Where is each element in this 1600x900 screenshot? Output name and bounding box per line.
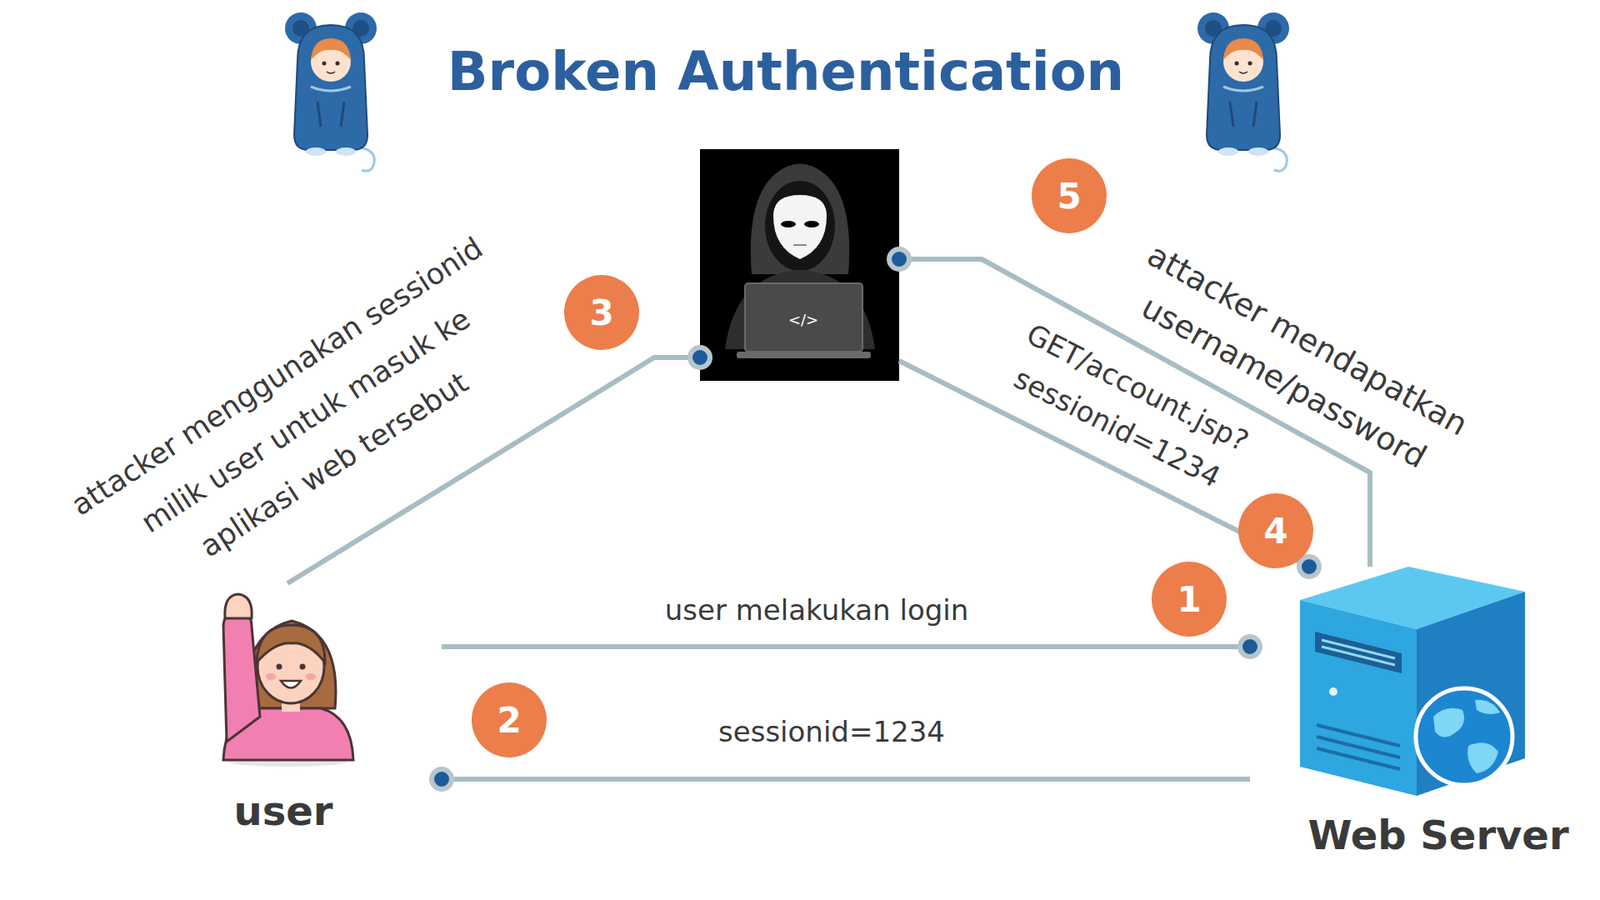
mascot-collar <box>1223 86 1264 91</box>
mascot-arm <box>1230 101 1257 127</box>
server-picture <box>1300 566 1525 796</box>
mascot-tail <box>1272 147 1287 171</box>
label-holder: attacker menggunakan sessionid milik use… <box>55 220 557 623</box>
hacker-eye <box>780 220 796 228</box>
connector-dot <box>1299 556 1320 577</box>
hacker-picture <box>700 149 900 381</box>
text-holder: Web Server <box>1307 811 1569 859</box>
user-hand <box>225 594 252 619</box>
label-holder: sessionid=1234 <box>718 714 945 750</box>
label-holder: user melakukan login <box>665 592 970 628</box>
mascot-foot <box>1218 147 1239 156</box>
mascot-hair <box>1223 38 1264 60</box>
server-side <box>1416 591 1525 796</box>
callout-number: 3 <box>564 275 640 350</box>
node-label: user <box>234 787 334 835</box>
callout-number: 2 <box>471 682 547 758</box>
web-server: Web Server <box>1250 566 1584 862</box>
user-cheek <box>265 673 276 680</box>
laptop-lid <box>745 283 863 352</box>
user-figure: user <box>208 583 442 842</box>
mascot-foot <box>335 147 356 156</box>
user-arm <box>223 610 260 742</box>
callout-number: 5 <box>1031 158 1107 234</box>
edge-label: attacker menggunakan sessionid milik use… <box>55 220 557 623</box>
server-button <box>1329 687 1338 696</box>
edge-label: user melakukan login <box>665 592 970 628</box>
user-eye <box>276 664 283 670</box>
mascot-arm <box>317 101 345 127</box>
connector-group <box>441 636 1260 657</box>
mascot <box>285 12 377 171</box>
callout-number: 4 <box>1238 493 1314 569</box>
text-holder: user <box>234 787 334 835</box>
server-front <box>1300 600 1417 796</box>
server-vents <box>1316 725 1400 770</box>
connector <box>441 776 1250 782</box>
hacker-background <box>700 149 900 381</box>
server-drive <box>1315 631 1402 674</box>
globe <box>1415 688 1513 785</box>
mascot-collar <box>310 86 351 91</box>
mascot <box>1197 12 1290 171</box>
user-eye <box>300 664 306 670</box>
title: Broken Authentication <box>447 40 1125 103</box>
mascot-foot <box>1248 147 1269 156</box>
mascot-mouth <box>326 71 335 74</box>
user-mouth <box>280 680 301 689</box>
connector-dot <box>1240 636 1260 657</box>
user-cheek <box>305 673 316 680</box>
node-label: Web Server <box>1307 811 1569 859</box>
mascot-body <box>1206 25 1280 150</box>
globe-land <box>1433 708 1465 738</box>
hacker-mask <box>773 195 827 260</box>
text-holder: </> <box>788 310 819 329</box>
mascot-eye <box>322 61 327 66</box>
mascot-mouth <box>1239 71 1248 74</box>
globe-land <box>1467 742 1499 774</box>
laptop-base <box>736 351 871 359</box>
server-drive-lines <box>1321 640 1395 665</box>
edge-label: sessionid=1234 <box>718 714 945 750</box>
connector-dot <box>431 769 452 790</box>
laptop-code: </> <box>788 310 819 329</box>
hacker-mouth <box>793 244 807 246</box>
mascot-eye <box>1235 61 1240 66</box>
callout-number: 1 <box>1151 561 1227 637</box>
hacker-eye <box>804 220 820 228</box>
connector-dot <box>889 249 910 270</box>
hacker-hood-inside <box>765 180 835 271</box>
mascot-tail <box>360 147 375 171</box>
globe-land <box>1475 700 1500 715</box>
connector-dot <box>690 347 710 368</box>
title-holder: Broken Authentication <box>447 40 1125 103</box>
hacker-hood <box>750 164 850 275</box>
attacker-figure: </> <box>700 149 900 381</box>
mascot-hair <box>310 38 351 60</box>
user-picture <box>223 594 354 767</box>
user-bangs <box>256 625 325 663</box>
mascot-foot <box>305 147 326 156</box>
connector <box>441 644 1250 650</box>
mascot-eye <box>335 61 340 66</box>
connector-group <box>431 769 1250 790</box>
mascot-body <box>294 25 368 150</box>
mascot-eye <box>1248 61 1253 66</box>
